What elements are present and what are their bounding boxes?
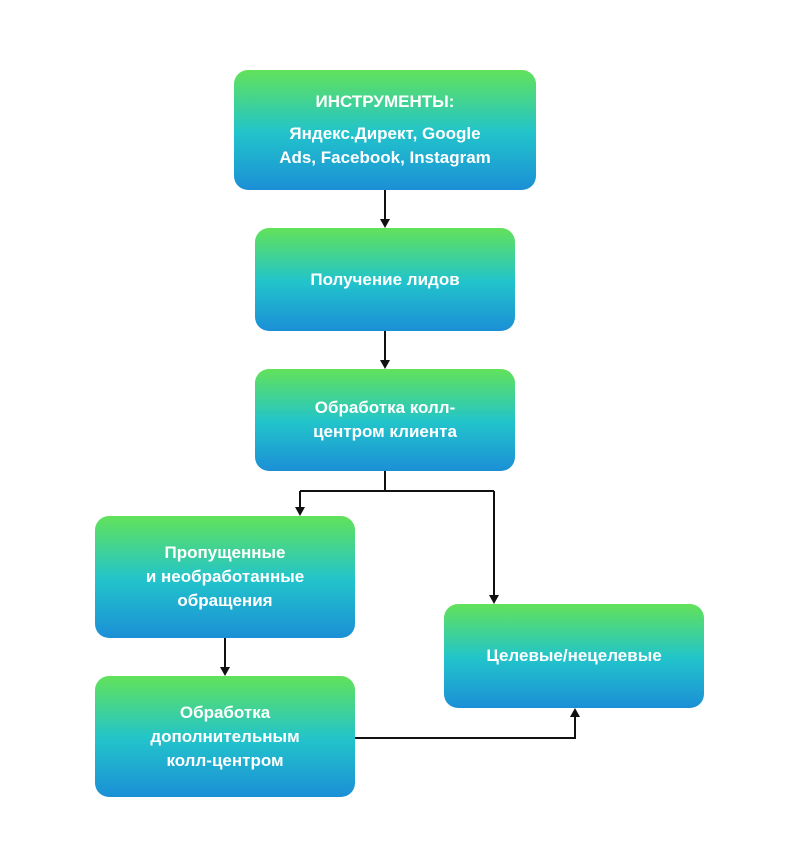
node-target: Целевые/нецелевые — [444, 604, 704, 708]
arrowhead-callcenter — [380, 360, 390, 369]
arrowhead-extra — [220, 667, 230, 676]
node-tools-line-2: Ads, Facebook, Instagram — [279, 148, 491, 167]
node-callcenter-line-2: центром клиента — [313, 422, 457, 441]
connector-callcenter-branch — [300, 471, 494, 492]
node-tools-line-1: Яндекс.Директ, Google — [289, 124, 481, 143]
node-missed: Пропущенные и необработанные обращения — [95, 516, 355, 638]
node-callcenter: Обработка колл- центром клиента — [255, 369, 515, 471]
node-extra-line-1: Обработка — [179, 702, 271, 722]
node-missed-line-3: обращения — [177, 591, 273, 610]
node-missed-line-1: Пропущенные — [164, 543, 286, 562]
node-extra-line-3: колл-центром — [166, 750, 284, 770]
node-leads-label: Получение лидов — [310, 269, 460, 289]
node-tools: ИНСТРУМЕНТЫ: Яндекс.Директ, Google Ads, … — [234, 70, 536, 190]
arrowhead-missed — [295, 507, 305, 516]
node-tools-title: ИНСТРУМЕНТЫ: — [315, 92, 455, 111]
node-leads: Получение лидов — [255, 228, 515, 331]
node-extra: Обработка дополнительным колл-центром — [95, 676, 355, 797]
node-missed-line-2: и необработанные — [145, 567, 305, 586]
node-extra-line-2: дополнительным — [150, 726, 300, 746]
arrowhead-target — [489, 595, 499, 604]
node-target-label: Целевые/нецелевые — [486, 646, 662, 665]
arrowhead-leads — [380, 219, 390, 228]
node-callcenter-line-1: Обработка колл- — [314, 398, 456, 417]
arrowhead-target-from-extra — [570, 708, 580, 717]
connector-extra-to-target — [355, 716, 576, 739]
